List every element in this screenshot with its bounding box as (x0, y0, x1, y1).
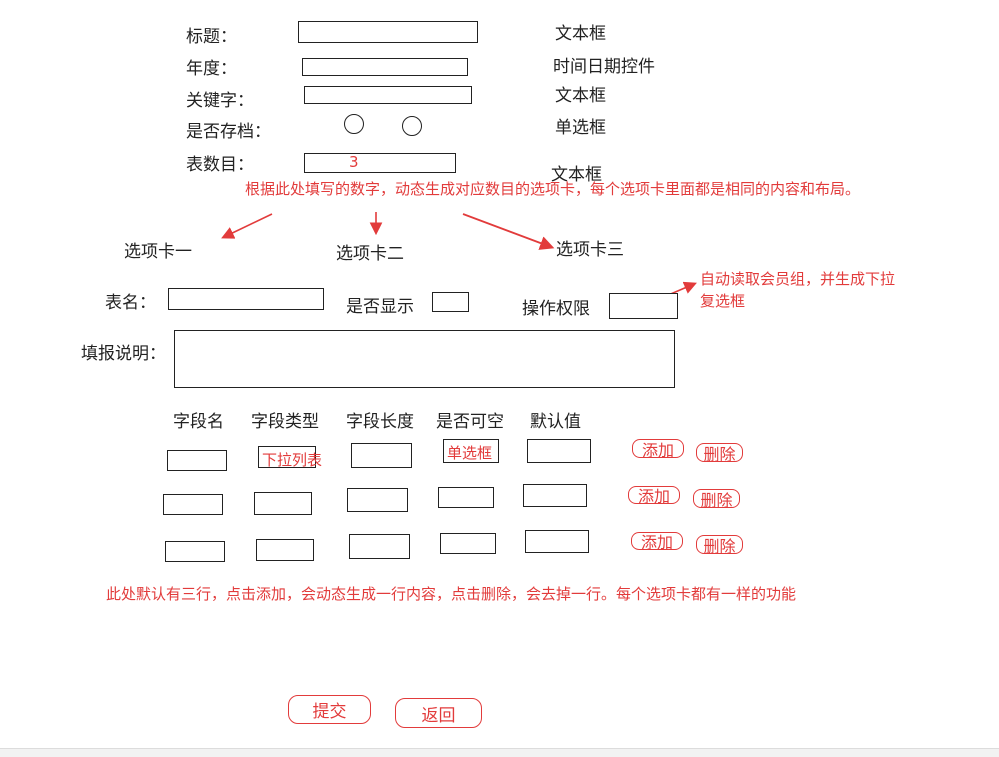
datetime-annotation: 时间日期控件 (553, 57, 655, 77)
delete-row-button[interactable]: 删除 (693, 489, 740, 510)
table-count-input[interactable]: 3 (304, 153, 456, 173)
field-name-input[interactable] (165, 541, 225, 562)
arrow-to-tab-3 (462, 213, 555, 250)
field-length-input[interactable] (351, 443, 412, 468)
table-count-label: 表数目： (186, 155, 254, 175)
add-row-button[interactable]: 添加 (632, 439, 684, 460)
keyword-label: 关键字： (186, 91, 254, 111)
add-row-button[interactable]: 添加 (628, 486, 680, 506)
table-count-value: 3 (349, 153, 359, 171)
header-nullable: 是否可空 (436, 412, 504, 432)
show-label: 是否显示 (346, 297, 414, 317)
header-field-type: 字段类型 (251, 412, 319, 432)
header-field-length: 字段长度 (346, 412, 414, 432)
field-type-select[interactable] (256, 539, 314, 561)
keyword-input[interactable] (304, 86, 472, 104)
tab-3[interactable]: 选项卡三 (556, 240, 624, 260)
field-length-input[interactable] (347, 488, 408, 512)
header-default: 默认值 (530, 412, 581, 432)
delete-row-button[interactable]: 删除 (696, 443, 743, 464)
tabs-note: 根据此处填写的数字，动态生成对应数目的选项卡，每个选项卡里面都是相同的内容和布局… (245, 180, 861, 198)
tab-2[interactable]: 选项卡二 (336, 244, 404, 264)
back-button[interactable]: 返回 (395, 698, 482, 728)
tab-1[interactable]: 选项卡一 (124, 242, 192, 262)
description-textarea[interactable] (174, 330, 675, 388)
field-length-input[interactable] (349, 534, 410, 559)
textbox-annotation-2: 文本框 (555, 86, 606, 106)
submit-button[interactable]: 提交 (288, 695, 371, 724)
archive-label: 是否存档： (186, 122, 271, 142)
header-field-name: 字段名 (173, 412, 224, 432)
table-name-input[interactable] (168, 288, 324, 310)
title-input[interactable] (298, 21, 478, 43)
field-type-select[interactable] (254, 492, 312, 515)
nullable-radio[interactable]: 单选框 (443, 439, 499, 463)
field-type-select[interactable]: 下拉列表 (258, 446, 322, 469)
field-name-input[interactable] (167, 450, 227, 471)
title-label: 标题： (186, 27, 237, 47)
nullable-radio[interactable] (438, 487, 494, 508)
bottom-scroll-strip (0, 748, 999, 757)
year-input[interactable] (302, 58, 468, 76)
show-input[interactable] (432, 292, 469, 312)
field-type-placeholder: 下拉列表 (262, 451, 323, 469)
archive-radio-no[interactable] (402, 116, 422, 136)
permission-select[interactable] (609, 293, 678, 319)
rows-note: 此处默认有三行，点击添加，会动态生成一行内容，点击删除，会去掉一行。每个选项卡都… (106, 585, 797, 603)
description-label: 填报说明： (81, 344, 166, 364)
add-row-button[interactable]: 添加 (631, 532, 683, 552)
table-name-label: 表名： (105, 293, 156, 313)
permission-label: 操作权限 (522, 299, 590, 319)
default-value-input[interactable] (523, 484, 587, 507)
default-value-input[interactable] (525, 530, 589, 553)
nullable-radio[interactable] (440, 533, 496, 554)
textbox-annotation-3: 文本框 (551, 165, 602, 185)
member-group-note-line1: 自动读取会员组，并生成下拉 (700, 270, 896, 288)
field-name-input[interactable] (163, 494, 223, 515)
textbox-annotation-1: 文本框 (555, 24, 606, 44)
member-group-note-line2: 复选框 (700, 292, 746, 310)
arrow-to-tab-1 (221, 213, 273, 239)
delete-row-button[interactable]: 删除 (696, 535, 743, 556)
default-value-input[interactable] (527, 439, 591, 463)
archive-radio-yes[interactable] (344, 114, 364, 134)
radio-annotation: 单选框 (555, 118, 606, 138)
nullable-placeholder: 单选框 (447, 444, 493, 462)
year-label: 年度： (186, 59, 237, 79)
